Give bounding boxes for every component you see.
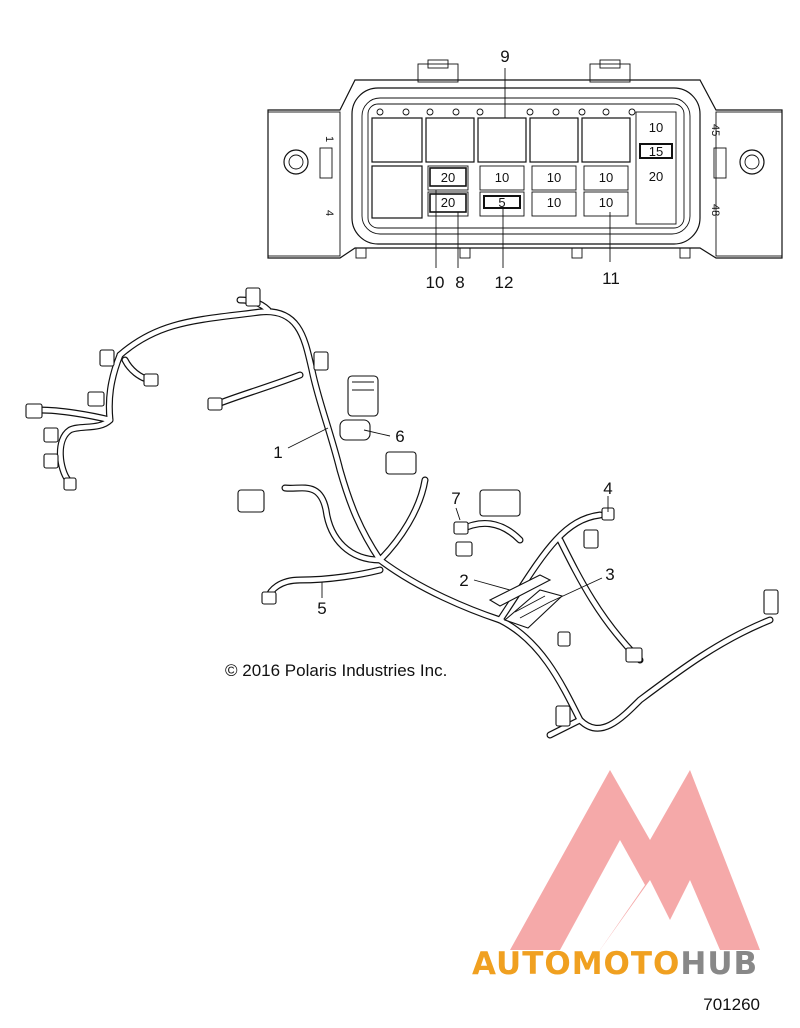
watermark-logo <box>510 770 760 950</box>
mounting-bracket <box>488 574 552 607</box>
relay-slot <box>371 165 423 219</box>
relay-slot <box>529 117 579 163</box>
relay-slot <box>371 117 423 163</box>
fuse-box: 20 10 10 10 20 5 10 10 10 15 20 1 4 45 4… <box>267 59 783 259</box>
relay-slot <box>425 117 475 163</box>
fuse-value: 20 <box>649 169 663 184</box>
connector <box>25 287 779 727</box>
relay-slot <box>477 117 527 163</box>
callout-12: 12 <box>495 273 514 292</box>
callout-1: 1 <box>273 443 282 462</box>
wiring-harness <box>25 287 779 739</box>
watermark-text: AUTOMOTOHUB <box>472 946 758 982</box>
mount-hole-left <box>283 149 309 175</box>
callout-8: 8 <box>455 273 464 292</box>
pin-label: 4 <box>323 210 335 216</box>
callout-7: 7 <box>451 489 460 508</box>
fuse-value: 10 <box>495 170 509 185</box>
callout-3: 3 <box>605 565 614 584</box>
copyright-text: © 2016 Polaris Industries Inc. <box>225 661 447 680</box>
pin-label: 48 <box>709 204 721 216</box>
fuse-value: 10 <box>547 170 561 185</box>
main-connector <box>339 375 379 441</box>
callout-2: 2 <box>459 571 468 590</box>
fuse-value: 10 <box>547 195 561 210</box>
mount-hole-right <box>739 149 765 175</box>
pin-label: 45 <box>709 124 721 136</box>
fuse-value: 10 <box>649 120 663 135</box>
relay-slot <box>581 117 631 163</box>
reference-number: 701260 <box>703 995 760 1014</box>
fuse-value: 10 <box>599 195 613 210</box>
fuse-value: 10 <box>599 170 613 185</box>
fuse-value: 20 <box>441 195 455 210</box>
callout-4: 4 <box>603 479 612 498</box>
fuse-value: 15 <box>649 144 663 159</box>
harness-callouts: 1 6 7 4 2 3 5 <box>273 427 614 618</box>
pin-label: 1 <box>323 136 335 142</box>
callout-9: 9 <box>500 47 509 66</box>
callout-10: 10 <box>426 273 445 292</box>
fuse-value: 5 <box>498 195 505 210</box>
callout-6: 6 <box>395 427 404 446</box>
fuse-box-callouts: 9 10 8 12 11 <box>426 47 620 292</box>
callout-11: 11 <box>602 269 620 288</box>
fuse-value: 20 <box>441 170 455 185</box>
callout-5: 5 <box>317 599 326 618</box>
